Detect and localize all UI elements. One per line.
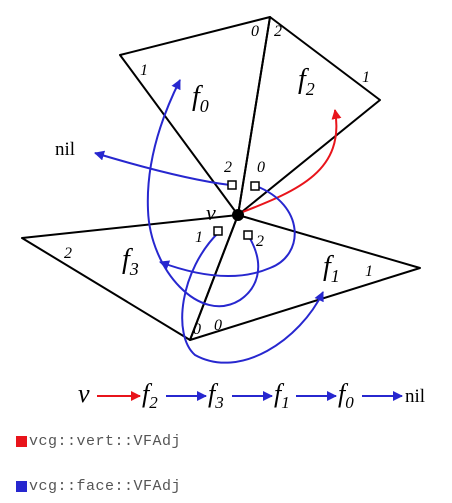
chain-node-f0: f0 (338, 379, 354, 412)
face-label-f2: f2 (298, 64, 315, 99)
corner-index: 0 (251, 23, 259, 40)
face-vfadj-arrow-f2-to-f3 (159, 185, 296, 278)
corner-index: 0 (214, 317, 222, 334)
face-f0-triangle (119, 16, 271, 216)
corner-index: 0 (257, 159, 265, 176)
nil-label: nil (55, 139, 75, 160)
corner-index: 2 (224, 159, 232, 176)
corner-index: 1 (365, 263, 373, 280)
face-vfadj-arrow-f1-to-f0 (146, 79, 260, 308)
corner-index: 1 (362, 69, 370, 86)
chain-node-f1: f1 (274, 379, 290, 412)
vertex-label: v (206, 200, 216, 225)
face-f1-triangle (189, 214, 421, 341)
corner-square-f0 (227, 180, 237, 190)
corner-index: 2 (274, 23, 282, 40)
face-label-f3: f3 (122, 244, 139, 279)
chain-start-label: v (78, 379, 90, 408)
chain-node-f2: f2 (142, 379, 158, 412)
corner-square-f1 (243, 230, 253, 240)
face-label-f0: f0 (192, 81, 209, 116)
legend-row-vert-vfadj: vcg::vert::VFAdj (16, 431, 181, 451)
corner-index: 2 (64, 245, 72, 262)
corner-index: 1 (195, 229, 203, 246)
legend-label: vcg::face::VFAdj (29, 477, 182, 495)
vert-vfadj-arrow (239, 109, 342, 214)
corner-index: 0 (193, 321, 201, 338)
chain-end-label: nil (405, 386, 425, 407)
legend-label: vcg::vert::VFAdj (29, 432, 182, 450)
corner-square-f3 (213, 226, 223, 236)
face-label-f1: f1 (323, 251, 340, 286)
corner-index: 1 (140, 62, 148, 79)
chain-node-f3: f3 (208, 379, 224, 412)
face-vfadj-arrow-f3-to-f1 (181, 231, 324, 364)
legend-row-face-vfadj: vcg::face::VFAdj (16, 476, 181, 496)
corner-index: 2 (256, 233, 264, 250)
legend-swatch-red (16, 435, 27, 447)
face-vfadj-arrow-f0-to-nil (94, 150, 231, 186)
legend-swatch-blue (16, 480, 27, 492)
vertex-dot (232, 209, 244, 221)
corner-square-f2 (250, 181, 260, 191)
face-f2-triangle (237, 16, 381, 216)
